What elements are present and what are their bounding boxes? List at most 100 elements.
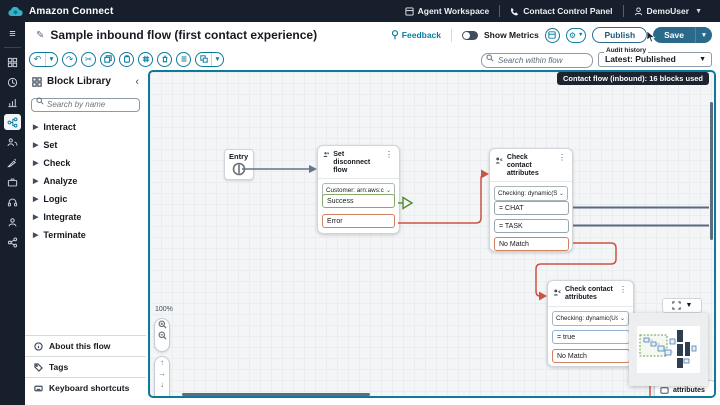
connect-logo-icon	[8, 6, 23, 16]
block-check-contact-attributes-2[interactable]: Check contact attributes ⋮ Checking: dyn…	[547, 280, 634, 367]
block-check-contact-attributes-1[interactable]: Check contact attributes ⋮ Checking: dyn…	[489, 148, 573, 252]
person-icon	[8, 217, 17, 226]
library-section-interact[interactable]: ▶ Interact	[33, 122, 76, 132]
paste-button[interactable]	[119, 51, 134, 67]
contact-control-panel-link[interactable]: Contact Control Panel	[500, 0, 622, 22]
chevron-right-icon: ▶	[33, 142, 39, 149]
kebab-menu-icon[interactable]: ⋮	[558, 153, 566, 162]
rail-integrations-button[interactable]	[4, 234, 21, 250]
publish-button[interactable]: Publish	[592, 27, 648, 43]
collapse-panel-icon[interactable]: ‹	[135, 75, 139, 88]
agent-workspace-label: Agent Workspace	[417, 6, 490, 16]
cut-button[interactable]: ✂	[81, 51, 96, 67]
block-parameter-dropdown[interactable]: Checking: dynamic(User d... ⌄	[552, 311, 629, 326]
library-section-check[interactable]: ▶ Check	[33, 158, 71, 168]
block-header: Check contact attributes ⋮	[490, 149, 572, 182]
undo-group: ↶ ▼	[29, 51, 58, 67]
undo-dropdown-button[interactable]: ▼	[45, 52, 57, 66]
show-metrics-toggle[interactable]	[462, 30, 479, 40]
arrange-dropdown-button[interactable]: ▼	[211, 52, 223, 66]
output-success[interactable]: Success	[322, 194, 395, 208]
audit-history-select[interactable]: Audit history Latest: Published ▼	[598, 46, 712, 67]
clock-icon	[7, 77, 18, 87]
divider	[622, 5, 624, 17]
library-search-input[interactable]	[31, 97, 140, 112]
kebab-menu-icon[interactable]: ⋮	[385, 150, 393, 159]
zoom-out-button[interactable]	[155, 330, 169, 341]
flow-search	[481, 50, 593, 68]
canvas-toolbar: ↶ ▼ ↷ ✂	[25, 46, 720, 70]
rail-campaigns-button[interactable]	[4, 154, 21, 170]
pan-right-button[interactable]: →	[158, 369, 166, 378]
library-section-analyze[interactable]: ▶ Analyze	[33, 176, 78, 186]
user-menu[interactable]: DemoUser ▼	[624, 0, 712, 22]
chevron-right-icon: ▶	[33, 214, 39, 221]
menu-icon[interactable]: ≡	[9, 28, 16, 40]
align-list-icon	[181, 56, 186, 62]
library-section-logic[interactable]: ▶ Logic	[33, 194, 68, 204]
pan-left-button[interactable]: ←	[158, 391, 166, 398]
output-task[interactable]: = TASK	[494, 219, 569, 233]
block-set-disconnect-flow[interactable]: Set disconnect flow ⋮ Customer: arn:aws:…	[317, 145, 400, 234]
search-icon	[486, 53, 494, 62]
output-chat[interactable]: = CHAT	[494, 201, 569, 215]
publish-label: Publish	[604, 30, 636, 40]
library-search	[31, 94, 140, 112]
about-this-flow-button[interactable]: About this flow	[25, 335, 146, 356]
rail-briefcase-button[interactable]	[4, 174, 21, 190]
delete-button[interactable]	[157, 51, 172, 67]
rail-dashboard-button[interactable]	[4, 54, 21, 70]
library-section-terminate[interactable]: ▶ Terminate	[33, 230, 86, 240]
pan-down-button[interactable]: ↓	[160, 380, 164, 389]
flow-canvas[interactable]: Contact flow (inbound): 16 blocks used E…	[148, 70, 716, 398]
output-no-match[interactable]: No Match	[552, 349, 630, 363]
zoom-out-icon	[157, 331, 167, 340]
chevron-down-icon: ⌄	[619, 316, 625, 322]
block-header: Check contact attributes ⋮	[548, 281, 633, 307]
minimap[interactable]	[629, 313, 708, 386]
kebab-menu-icon[interactable]: ⋮	[619, 285, 627, 294]
rail-support-button[interactable]	[4, 194, 21, 210]
undo-button[interactable]: ↶	[33, 53, 42, 64]
pan-up-button[interactable]: ↑	[160, 358, 164, 367]
flow-properties-button[interactable]	[544, 27, 560, 43]
align-button[interactable]	[176, 51, 191, 67]
rail-flows-button[interactable]	[4, 114, 21, 130]
library-section-set[interactable]: ▶ Set	[33, 140, 58, 150]
chevron-right-icon: ▶	[33, 178, 39, 185]
tags-button[interactable]: Tags	[25, 356, 146, 377]
edit-title-icon[interactable]: ✎	[36, 29, 45, 41]
rail-history-button[interactable]	[4, 74, 21, 90]
brand-name: Amazon Connect	[29, 5, 114, 17]
rail-analytics-button[interactable]	[4, 94, 21, 110]
search-within-flow-input[interactable]	[481, 53, 593, 68]
rail-users-button[interactable]	[4, 134, 21, 150]
output-error[interactable]: Error	[322, 214, 395, 228]
library-section-integrate[interactable]: ▶ Integrate	[33, 212, 82, 222]
app-side-rail: ≡	[0, 22, 25, 405]
vertical-scrollbar[interactable]	[709, 102, 713, 240]
feedback-button[interactable]: Feedback	[391, 30, 441, 40]
horizontal-scrollbar[interactable]	[182, 392, 370, 396]
keyboard-shortcuts-button[interactable]: Keyboard shortcuts	[25, 377, 146, 398]
save-dropdown-button[interactable]: ▼	[696, 27, 712, 43]
agent-workspace-link[interactable]: Agent Workspace	[395, 0, 500, 22]
copy-button[interactable]	[100, 51, 115, 67]
headset-icon	[7, 198, 18, 206]
rail-profile-button[interactable]	[4, 214, 21, 230]
entry-block[interactable]: Entry	[224, 149, 254, 180]
brand[interactable]: Amazon Connect	[0, 6, 113, 17]
zoom-in-button[interactable]	[155, 319, 169, 330]
minimap-toggle-button[interactable]: ▼	[662, 298, 702, 313]
settings-menu-button[interactable]: ⚙ ▼	[565, 27, 587, 43]
block-parameter-dropdown[interactable]: Checking: dynamic(Syste... ⌄	[494, 186, 568, 201]
snap-grid-button[interactable]	[138, 51, 153, 67]
chevron-down-icon: ▼	[695, 7, 702, 15]
save-button[interactable]: Save	[653, 27, 695, 43]
output-no-match[interactable]: No Match	[494, 237, 569, 251]
redo-button[interactable]: ↷	[62, 51, 77, 67]
arrange-button[interactable]	[196, 53, 211, 66]
output-true[interactable]: = true	[552, 330, 630, 344]
block-header: Set disconnect flow ⋮	[318, 146, 399, 179]
zoom-in-icon	[157, 320, 167, 329]
